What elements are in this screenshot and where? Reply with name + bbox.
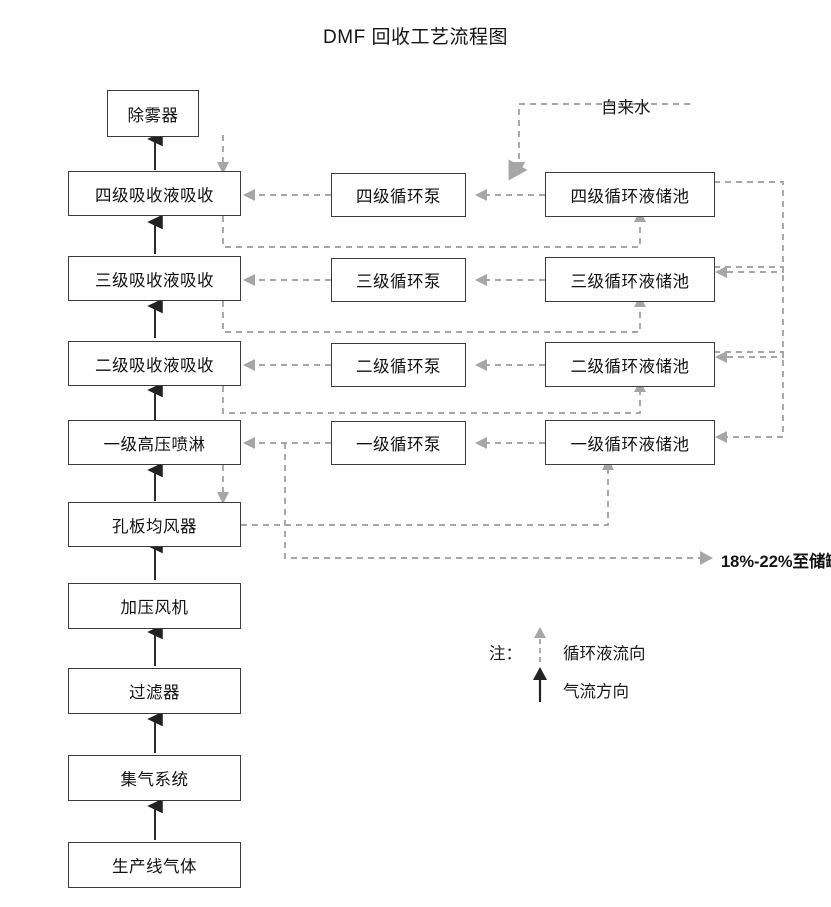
node-label: 三级吸收液吸收	[95, 271, 214, 290]
node-tank2[interactable]: 二级循环液储池	[545, 342, 715, 387]
node-label: 四级循环液储池	[570, 187, 690, 206]
node-abs4[interactable]: 四级吸收液吸收	[68, 171, 241, 216]
node-pump1[interactable]: 一级循环泵	[331, 421, 466, 465]
node-plate[interactable]: 孔板均风器	[68, 502, 241, 547]
node-tank1[interactable]: 一级循环液储池	[545, 420, 715, 465]
node-label: 二级循环泵	[356, 358, 441, 376]
node-abs2[interactable]: 二级吸收液吸收	[68, 341, 241, 386]
legend-note-label: 注：	[489, 645, 522, 663]
node-label: 除雾器	[127, 106, 179, 125]
label-to-storage: 18%-22%至储罐	[721, 553, 831, 571]
node-label: 二级循环液储池	[570, 357, 690, 376]
node-label: 一级循环泵	[356, 436, 441, 454]
page-title: DMF 回收工艺流程图	[323, 27, 508, 48]
legend-liquid-arrow-icon	[534, 627, 546, 662]
node-label: 四级吸收液吸收	[95, 186, 214, 205]
node-label: 三级循环泵	[356, 273, 441, 291]
node-abs3[interactable]: 三级吸收液吸收	[68, 256, 241, 301]
node-tank4[interactable]: 四级循环液储池	[545, 172, 715, 217]
node-label: 加压风机	[120, 599, 189, 617]
node-pump4[interactable]: 四级循环泵	[331, 173, 466, 217]
node-label: 一级循环液储池	[570, 435, 690, 454]
legend-liquid-flow-label: 循环液流向	[563, 645, 646, 663]
label-tap-water: 自来水	[601, 99, 651, 117]
node-collector[interactable]: 集气系统	[68, 755, 241, 801]
node-filter[interactable]: 过滤器	[68, 668, 241, 714]
legend-gas-flow-label: 气流方向	[563, 683, 629, 701]
legend-gas-arrow-icon	[533, 667, 547, 702]
node-spray1[interactable]: 一级高压喷淋	[68, 420, 241, 465]
node-label: 三级循环液储池	[570, 272, 690, 291]
node-label: 集气系统	[120, 771, 189, 789]
node-label: 孔板均风器	[112, 517, 197, 536]
node-pump2[interactable]: 二级循环泵	[331, 343, 466, 387]
node-label: 一级高压喷淋	[103, 435, 206, 454]
node-demister[interactable]: 除雾器	[107, 90, 199, 137]
node-fan[interactable]: 加压风机	[68, 583, 241, 629]
node-label: 过滤器	[129, 684, 180, 702]
node-label: 二级吸收液吸收	[95, 356, 214, 375]
node-pump3[interactable]: 三级循环泵	[331, 258, 466, 302]
node-label: 生产线气体	[112, 858, 197, 876]
node-tank3[interactable]: 三级循环液储池	[545, 257, 715, 302]
node-source[interactable]: 生产线气体	[68, 842, 241, 888]
node-label: 四级循环泵	[356, 188, 441, 206]
